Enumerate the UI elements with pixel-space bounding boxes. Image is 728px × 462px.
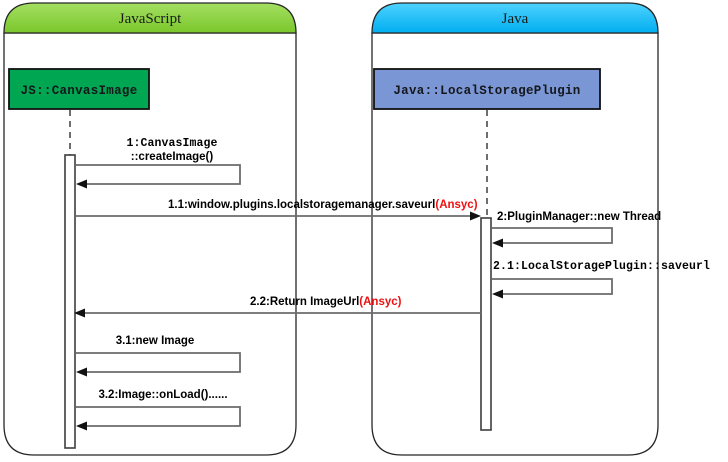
frame-java-title: Java: [502, 11, 529, 27]
frame-java-header: [371, 2, 659, 34]
participant-java-localstorageplugin-box[interactable]: [373, 68, 601, 110]
message-1-1-arrowhead: [470, 211, 481, 221]
message-2-1-arrowhead: [492, 289, 503, 299]
message-1-label-sans: ::createImage(): [131, 151, 214, 163]
participant-js-canvasimage-label: JS::CanvasImage: [20, 84, 137, 98]
message-1-arrowhead: [76, 179, 87, 189]
frame-javascript-header: [3, 2, 297, 34]
frame-java: Java: [371, 2, 659, 456]
message-2-2-label-group: 2.2:Return ImageUrl(Ansyc): [250, 296, 402, 308]
participant-java-localstorageplugin[interactable]: Java::LocalStoragePlugin: [373, 68, 601, 110]
message-1-1-label-group: 1.1:window.plugins.localstoragemanager.s…: [168, 199, 478, 211]
message-1-1-saveurl[interactable]: 1.1:window.plugins.localstoragemanager.s…: [76, 199, 481, 221]
message-1-label-mono: 1:CanvasImage: [126, 137, 217, 150]
message-1-1-label-accent: (Ansyc): [435, 199, 477, 211]
message-2-2-label-accent: (Ansyc): [359, 296, 401, 308]
message-2-2-return-imageurl[interactable]: 2.2:Return ImageUrl(Ansyc): [74, 296, 481, 318]
message-3-2-onload[interactable]: 3.2:Image::onLoad()......: [76, 389, 241, 431]
message-1-createimage[interactable]: 1:CanvasImage ::createImage(): [76, 137, 241, 189]
message-3-1-label: 3.1:new Image: [116, 335, 195, 347]
participant-js-canvasimage[interactable]: JS::CanvasImage: [8, 68, 150, 110]
message-3-1-arrow-path: [76, 352, 241, 373]
message-3-2-arrow-path: [76, 406, 241, 427]
message-3-1-new-image[interactable]: 3.1:new Image: [76, 335, 241, 377]
message-2-2-arrowhead: [74, 308, 85, 318]
message-2-arrow-path: [492, 227, 613, 244]
message-2-arrowhead: [492, 238, 503, 248]
message-3-2-arrowhead: [76, 421, 87, 431]
message-3-2-label: 3.2:Image::onLoad()......: [98, 389, 227, 401]
message-2-1-label: 2.1:LocalStoragePlugin::saveurl: [493, 260, 710, 273]
message-2-1-saveurl[interactable]: 2.1:LocalStoragePlugin::saveurl: [492, 260, 710, 299]
message-2-label: 2:PluginManager::new Thread: [497, 211, 661, 223]
participant-java-localstorageplugin-label: Java::LocalStoragePlugin: [393, 84, 580, 98]
activation-bar-java-localstorageplugin: [480, 217, 492, 431]
frame-javascript-title: JavaScript: [119, 11, 182, 27]
message-1-arrow-path: [76, 164, 241, 185]
message-2-newthread[interactable]: 2:PluginManager::new Thread: [492, 211, 661, 248]
activation-bar-js-canvasimage: [64, 154, 76, 449]
frame-javascript-body: [3, 32, 297, 456]
participant-js-canvasimage-box[interactable]: [8, 68, 150, 110]
message-2-1-arrow-path: [492, 278, 613, 295]
frame-java-body: [371, 32, 659, 456]
message-1-1-label-main: 1.1:window.plugins.localstoragemanager.s…: [168, 199, 435, 211]
message-2-2-label-main: 2.2:Return ImageUrl: [250, 296, 359, 308]
message-3-1-arrowhead: [76, 367, 87, 377]
frame-javascript: JavaScript: [3, 2, 297, 456]
